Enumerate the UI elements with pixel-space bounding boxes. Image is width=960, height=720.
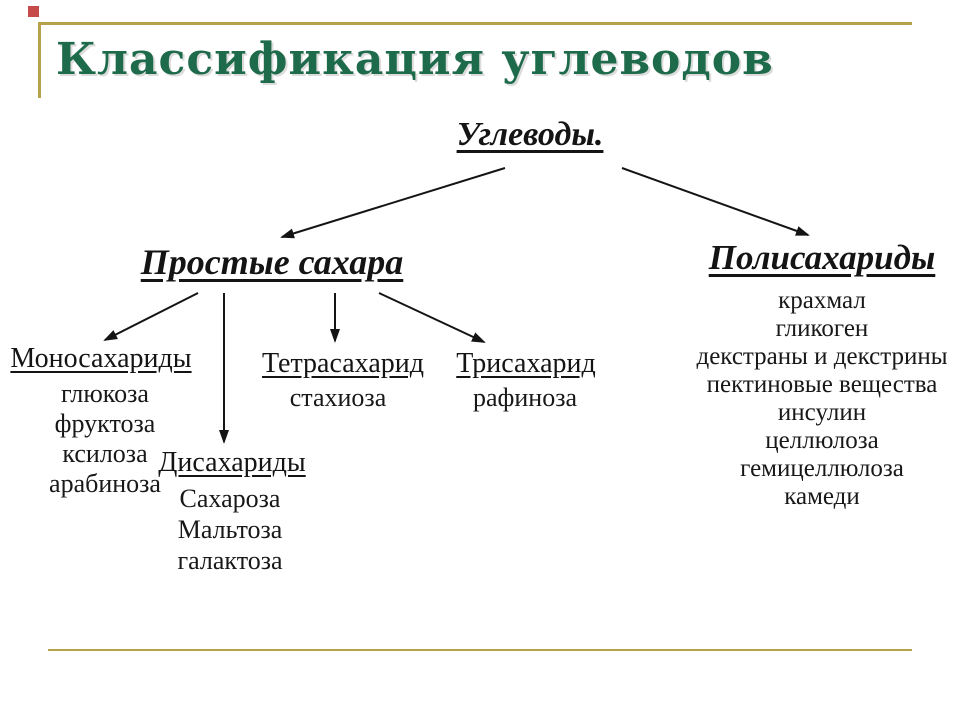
list-item: ксилоза: [62, 439, 148, 468]
list-item: глюкоза: [61, 379, 149, 408]
list-polysaccharides: крахмал гликоген декстраны и декстрины п…: [696, 287, 947, 511]
list-item: фруктоза: [54, 409, 156, 438]
list-item: Сахароза: [179, 484, 281, 513]
node-disaccharides: Дисахариды: [158, 447, 306, 478]
list-item: пектиновые вещества: [706, 371, 938, 398]
frame-line-left: [38, 22, 41, 98]
list-item: крахмал: [778, 287, 866, 314]
list-disaccharides: Сахароза Мальтоза галактоза: [177, 483, 282, 576]
arrow-simple-to-monosaccharides: [103, 292, 199, 341]
list-item: Мальтоза: [177, 515, 283, 544]
node-polysaccharides: Полисахариды: [708, 238, 936, 277]
slide-title: Классификация углеводов: [56, 34, 774, 85]
node-simple-sugars: Простые сахара: [140, 242, 404, 282]
accent-square-decoration: [28, 6, 39, 17]
list-item: целлюлоза: [765, 427, 879, 454]
list-item: гликоген: [775, 315, 869, 342]
list-item: рафиноза: [472, 383, 578, 412]
list-monosaccharides: глюкоза фруктоза ксилоза арабиноза: [49, 379, 161, 499]
node-trisaccharide: Трисахарид: [456, 348, 596, 379]
node-monosaccharides: Моносахариды: [10, 343, 192, 374]
list-item: камеди: [784, 483, 860, 510]
arrow-simple-to-trisaccharide: [378, 292, 486, 343]
frame-line-top: [38, 22, 912, 25]
node-carbohydrates: Углеводы.: [456, 116, 604, 153]
frame-line-bottom: [48, 649, 912, 651]
arrow-root-to-polysaccharides: [621, 167, 810, 236]
list-item: инсулин: [777, 399, 867, 426]
node-tetrasaccharide: Тетрасахарид: [262, 348, 424, 379]
list-item: галактоза: [177, 546, 283, 575]
list-item: арабиноза: [49, 469, 161, 498]
list-trisaccharide: рафиноза: [473, 384, 577, 412]
arrow-root-to-simple-sugars: [280, 167, 506, 239]
list-item: декстраны и декстрины: [696, 343, 948, 370]
list-item: стахиоза: [289, 383, 387, 412]
list-item: гемицеллюлоза: [740, 455, 904, 482]
list-tetrasaccharide: стахиоза: [290, 384, 386, 412]
